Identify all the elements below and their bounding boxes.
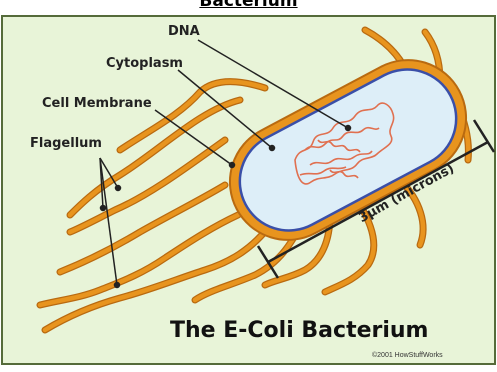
figure-caption-title: The E-Coli Bacterium (170, 318, 428, 343)
label-dna: DNA (168, 24, 200, 39)
label-cell-membrane: Cell Membrane (42, 96, 152, 111)
label-cytoplasm: Cytoplasm (106, 56, 183, 71)
copyright-text: ©2001 HowStuffWorks (372, 352, 443, 359)
header-title: Bacterium (0, 0, 497, 11)
label-flagellum: Flagellum (30, 136, 102, 151)
